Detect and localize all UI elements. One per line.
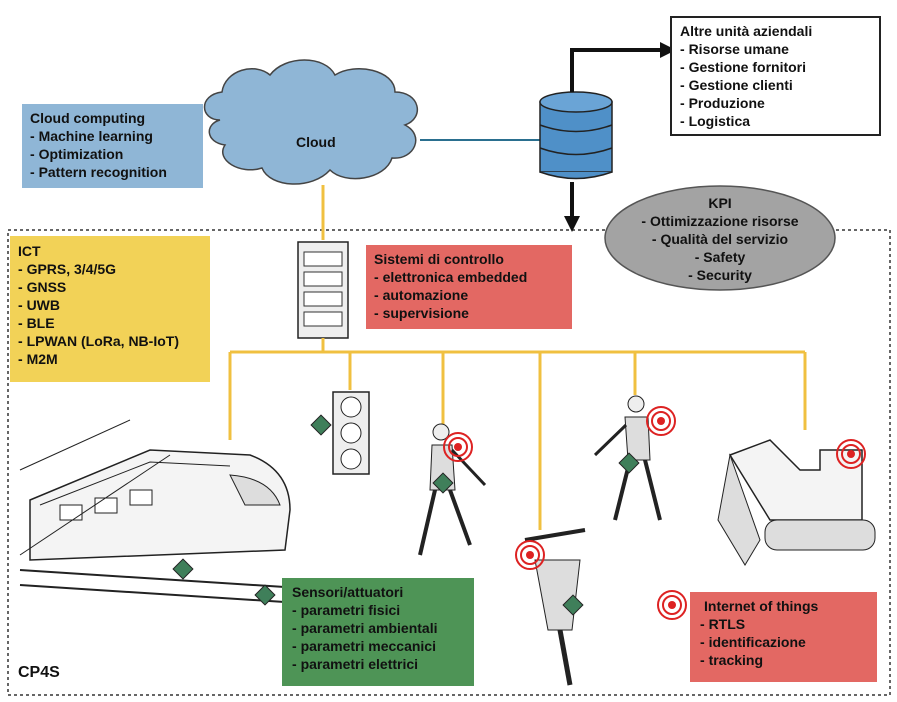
sistemi-item: elettronica embedded: [374, 268, 564, 286]
jackhammer-icon: [524, 528, 586, 686]
worker-icon: [593, 395, 662, 521]
ict-item: M2M: [18, 350, 202, 368]
cp4s-boundary: [7, 229, 891, 696]
ict-item: GNSS: [18, 278, 202, 296]
cp4s-label: CP4S: [18, 664, 60, 681]
sensori-title: Sensori/attuatori: [292, 584, 404, 600]
sensor-marker: [432, 472, 454, 494]
cloud-computing-item: Optimization: [30, 145, 195, 163]
traffic-light-icon: [332, 391, 370, 475]
sensor-marker: [310, 414, 332, 436]
cloud-computing-box: Cloud computing Machine learning Optimiz…: [22, 104, 203, 188]
sensor-marker: [172, 558, 194, 580]
altre-unita-item: Risorse umane: [680, 40, 871, 58]
rfid-target-icon: [836, 439, 866, 469]
server-rack-icon: [297, 241, 349, 339]
sistemi-item: automazione: [374, 286, 564, 304]
iot-item: RTLS: [700, 615, 867, 633]
sistemi-title: Sistemi di controllo: [374, 251, 504, 267]
kpi-item: Security: [606, 266, 834, 284]
sensori-item: parametri meccanici: [292, 637, 464, 655]
train-icon: [19, 419, 301, 604]
worker-icon: [418, 423, 487, 556]
iot-title: Internet of things: [704, 598, 819, 614]
sensori-item: parametri elettrici: [292, 655, 464, 673]
excavator-icon: [717, 439, 876, 566]
cloud-computing-item: Machine learning: [30, 127, 195, 145]
sistemi-item: supervisione: [374, 304, 564, 322]
altre-unita-item: Gestione fornitori: [680, 58, 871, 76]
ict-item: UWB: [18, 296, 202, 314]
sensori-item: parametri fisici: [292, 601, 464, 619]
ict-box: ICT GPRS, 3/4/5G GNSS UWB BLE LPWAN (LoR…: [10, 236, 210, 382]
rfid-target-icon: [657, 590, 687, 620]
db-to-altre-arrow: [570, 48, 660, 92]
ict-item: GPRS, 3/4/5G: [18, 260, 202, 278]
iot-item: tracking: [700, 651, 867, 669]
kpi-title: KPI: [708, 195, 732, 211]
sensori-item: parametri ambientali: [292, 619, 464, 637]
cloud-computing-title: Cloud computing: [30, 110, 146, 126]
rfid-target-icon: [515, 540, 545, 570]
cloud-label: Cloud: [296, 134, 336, 150]
altre-unita-box: Altre unità aziendali Risorse umane Gest…: [670, 16, 881, 136]
sensori-attuatori-box: Sensori/attuatori parametri fisici param…: [282, 578, 474, 686]
kpi-item: Safety: [606, 248, 834, 266]
sensor-marker: [254, 584, 276, 606]
kpi-box: KPI Ottimizzazione risorse Qualità del s…: [606, 186, 834, 290]
kpi-item: Ottimizzazione risorse: [606, 212, 834, 230]
kpi-item: Qualità del servizio: [606, 230, 834, 248]
rfid-target-icon: [646, 406, 676, 436]
cloud-shape: [203, 59, 419, 185]
sensor-marker: [618, 452, 640, 474]
sistemi-controllo-box: Sistemi di controllo elettronica embedde…: [366, 245, 572, 329]
ict-item: BLE: [18, 314, 202, 332]
iot-item: identificazione: [700, 633, 867, 651]
ict-title: ICT: [18, 243, 41, 259]
internet-of-things-box: Internet of things RTLS identificazione …: [690, 592, 877, 682]
database-icon: [539, 91, 613, 180]
altre-unita-item: Logistica: [680, 112, 871, 130]
altre-unita-title: Altre unità aziendali: [680, 23, 813, 39]
ict-item: LPWAN (LoRa, NB-IoT): [18, 332, 202, 350]
cloud-computing-item: Pattern recognition: [30, 163, 195, 181]
altre-unita-item: Produzione: [680, 94, 871, 112]
sensor-marker: [562, 594, 584, 616]
rfid-target-icon: [443, 432, 473, 462]
altre-unita-item: Gestione clienti: [680, 76, 871, 94]
